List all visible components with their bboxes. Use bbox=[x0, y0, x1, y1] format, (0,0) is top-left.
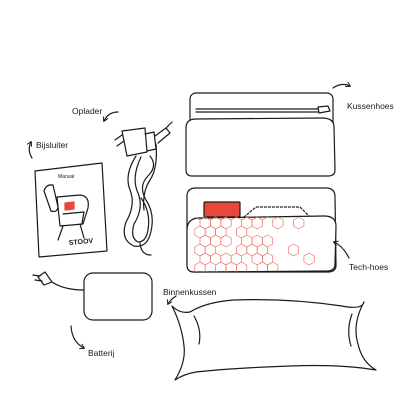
chair-leg-left bbox=[58, 226, 63, 240]
arrow-bijsluiter-icon bbox=[29, 142, 32, 158]
hexagon-cell bbox=[242, 271, 252, 283]
tech-hoes-illustration bbox=[187, 188, 336, 301]
adapter-body bbox=[122, 128, 147, 156]
cable-coil bbox=[124, 156, 153, 246]
tech-hoes-red-tab bbox=[204, 202, 240, 217]
chair-seat-icon bbox=[63, 212, 84, 223]
hexagon-cell bbox=[247, 280, 257, 292]
connector bbox=[155, 128, 170, 143]
label-binnenkussen: Binnenkussen bbox=[163, 288, 216, 297]
zipper-pull-icon bbox=[318, 106, 330, 113]
inner-pillow-outline bbox=[172, 300, 376, 380]
plug-prong-bottom bbox=[117, 141, 124, 146]
hexagon-cell bbox=[231, 289, 241, 301]
manual-logo: STOOV bbox=[69, 238, 94, 247]
arrow-kussenhoes-icon bbox=[333, 84, 350, 88]
manual-title: Manual bbox=[58, 174, 74, 180]
chair-leg-right bbox=[80, 224, 84, 238]
binnenkussen-illustration bbox=[172, 300, 376, 380]
label-bijsluiter: Bijsluiter bbox=[36, 141, 68, 150]
arrow-binnenkussen-icon bbox=[168, 296, 176, 304]
hexagon-cell bbox=[236, 280, 246, 292]
battery-cable bbox=[52, 282, 84, 290]
kussenhoes-illustration bbox=[186, 93, 335, 176]
chair-cushion-icon bbox=[65, 202, 74, 210]
hexagon-cell bbox=[252, 271, 262, 283]
kussenhoes-front-flap bbox=[186, 118, 335, 176]
hexagon-cell bbox=[216, 280, 226, 292]
hexagon-cell bbox=[262, 271, 272, 283]
hexagon-cell bbox=[273, 289, 283, 301]
label-kussenhoes: Kussenhoes bbox=[347, 102, 394, 111]
arrow-batterij-icon bbox=[71, 326, 84, 348]
cable-end bbox=[140, 243, 151, 255]
oplader-illustration bbox=[115, 122, 172, 255]
arrow-oplader-icon bbox=[104, 112, 118, 121]
pillow-crease-right bbox=[349, 314, 352, 346]
battery-body bbox=[84, 273, 152, 320]
tech-hoes-front-panel bbox=[187, 216, 336, 272]
connector-tip bbox=[166, 122, 172, 128]
battery-connector bbox=[38, 272, 52, 285]
pillow-crease-left bbox=[194, 316, 200, 344]
hexagon-cell bbox=[226, 280, 236, 292]
hexagon-cell bbox=[200, 271, 210, 283]
hexagon-cell bbox=[221, 271, 231, 283]
label-oplader: Oplader bbox=[72, 107, 102, 116]
chair-icon bbox=[44, 185, 58, 212]
chair-back-icon bbox=[57, 195, 88, 226]
hexagon-cell bbox=[283, 289, 293, 301]
hexagon-cell bbox=[210, 271, 220, 283]
hexagon-cell bbox=[257, 280, 267, 292]
tech-hoes-fold bbox=[244, 207, 310, 217]
plug-prong-top bbox=[115, 135, 122, 140]
label-tech-hoes: Tech-hoes bbox=[349, 263, 388, 272]
label-batterij: Batterij bbox=[88, 349, 114, 358]
hexagon-cell bbox=[231, 271, 241, 283]
batterij-illustration bbox=[33, 272, 152, 320]
